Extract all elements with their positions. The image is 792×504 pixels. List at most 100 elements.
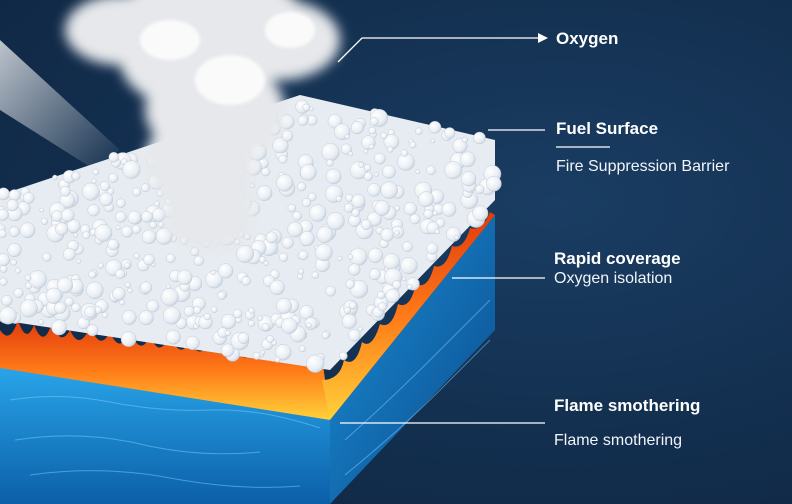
foam-bubble — [76, 258, 82, 264]
foam-bubble — [143, 253, 155, 266]
foam-bubble — [326, 159, 334, 167]
foam-bubble — [311, 271, 319, 279]
foam-bubble — [374, 200, 391, 216]
foam-bubble — [298, 268, 305, 275]
foam-bubble — [108, 172, 119, 183]
foam-bubble — [461, 171, 477, 187]
foam-bubble — [387, 146, 394, 153]
foam-bubble — [281, 236, 294, 249]
foam-bubble — [409, 141, 417, 149]
foam-bubble — [275, 344, 292, 361]
foam-bubble — [376, 291, 386, 300]
foam-bubble — [341, 313, 357, 329]
foam-bubble — [19, 222, 36, 238]
foam-bubble — [351, 208, 360, 217]
foam-bubble — [115, 211, 127, 223]
foam-bubble — [298, 345, 306, 353]
foam-bubble — [127, 287, 133, 294]
foam-bubble — [151, 207, 166, 222]
foam-bubble — [0, 277, 8, 286]
foam-bubble — [133, 252, 140, 260]
foam-bubble — [236, 244, 255, 263]
foam-bubble — [415, 127, 423, 135]
foam-bubble — [344, 134, 350, 140]
foam-bubble — [146, 299, 160, 313]
foam-bubble — [321, 143, 340, 162]
foam-bubble — [263, 260, 269, 266]
foam-bubble — [380, 181, 398, 199]
foam-bubble — [94, 224, 113, 242]
foam-bubble — [400, 257, 418, 275]
foam-bubble — [326, 212, 345, 231]
foam-bubble — [115, 225, 121, 230]
foam-bubble — [337, 256, 343, 262]
foam-bubble — [162, 306, 181, 325]
foam-bubble — [140, 281, 153, 294]
foam-bubble — [141, 229, 157, 245]
foam-bubble — [101, 311, 109, 319]
foam-bubble — [132, 187, 142, 197]
foam-bubble — [380, 228, 394, 242]
foam-bubble — [279, 252, 289, 262]
foam-bubble — [364, 164, 372, 172]
foam-bubble — [60, 185, 71, 197]
water-front-face — [0, 365, 330, 504]
foam-bubble — [71, 302, 81, 313]
foam-bubble — [309, 204, 327, 222]
foam-bubble — [247, 319, 255, 327]
foam-bubble — [374, 152, 386, 165]
foam-bubble — [266, 335, 275, 343]
foam-bubble — [394, 230, 400, 236]
foam-bubble — [348, 301, 357, 310]
foam-bubble — [340, 143, 352, 155]
foam-bubble — [351, 194, 366, 209]
foam-bubble — [276, 174, 294, 192]
foam-bubble — [348, 329, 361, 342]
foam-bubble — [107, 238, 119, 251]
foam-bubble — [368, 143, 375, 150]
smoke-highlights — [140, 12, 315, 105]
foam-bubble — [64, 297, 74, 307]
foam-bubble — [127, 210, 142, 225]
foam-bubble — [0, 306, 17, 325]
foam-bubble — [71, 171, 81, 181]
foam-bubble — [377, 302, 387, 312]
foam-bubble — [19, 299, 38, 318]
foam-bubble — [149, 221, 157, 229]
foam-bubble — [367, 183, 381, 197]
foam-bubble — [244, 233, 251, 240]
foam-bubble — [45, 287, 62, 304]
foam-bubble — [423, 209, 434, 219]
foam-bubble — [210, 270, 216, 275]
foam-bubble — [39, 207, 45, 213]
foam-bubble — [166, 253, 176, 263]
foam-bubble — [0, 253, 10, 267]
foam-bubble — [306, 322, 312, 329]
leader-lines — [337, 33, 610, 424]
foam-bubble — [86, 281, 104, 299]
foam-bubble — [444, 161, 463, 180]
foam-bubble — [345, 279, 355, 289]
foam-bubble — [348, 151, 354, 157]
foam-bubble — [276, 297, 292, 314]
label-oxygen: Oxygen — [556, 29, 619, 48]
foam-bubble — [338, 351, 348, 361]
foam-bubble — [157, 221, 165, 228]
foam-bubble — [55, 222, 69, 236]
water-ripples — [9, 299, 491, 488]
foam-bubble — [99, 181, 111, 192]
label-fire-suppression-barrier: Fire Suppression Barrier — [556, 158, 730, 175]
foam-bubble — [343, 306, 351, 314]
foam-bubble — [92, 168, 100, 176]
foam-bubble — [84, 306, 97, 319]
label-oxygen-isolation: Oxygen isolation — [554, 270, 673, 287]
foam-bubble — [335, 195, 343, 202]
foam-bubble — [0, 229, 7, 238]
foam-bubble — [278, 154, 288, 164]
flames-right — [322, 212, 495, 420]
foam-bubble — [258, 256, 266, 264]
foam-bubble — [394, 205, 401, 212]
foam-bubble — [485, 175, 502, 192]
foam-bubble — [217, 291, 226, 300]
